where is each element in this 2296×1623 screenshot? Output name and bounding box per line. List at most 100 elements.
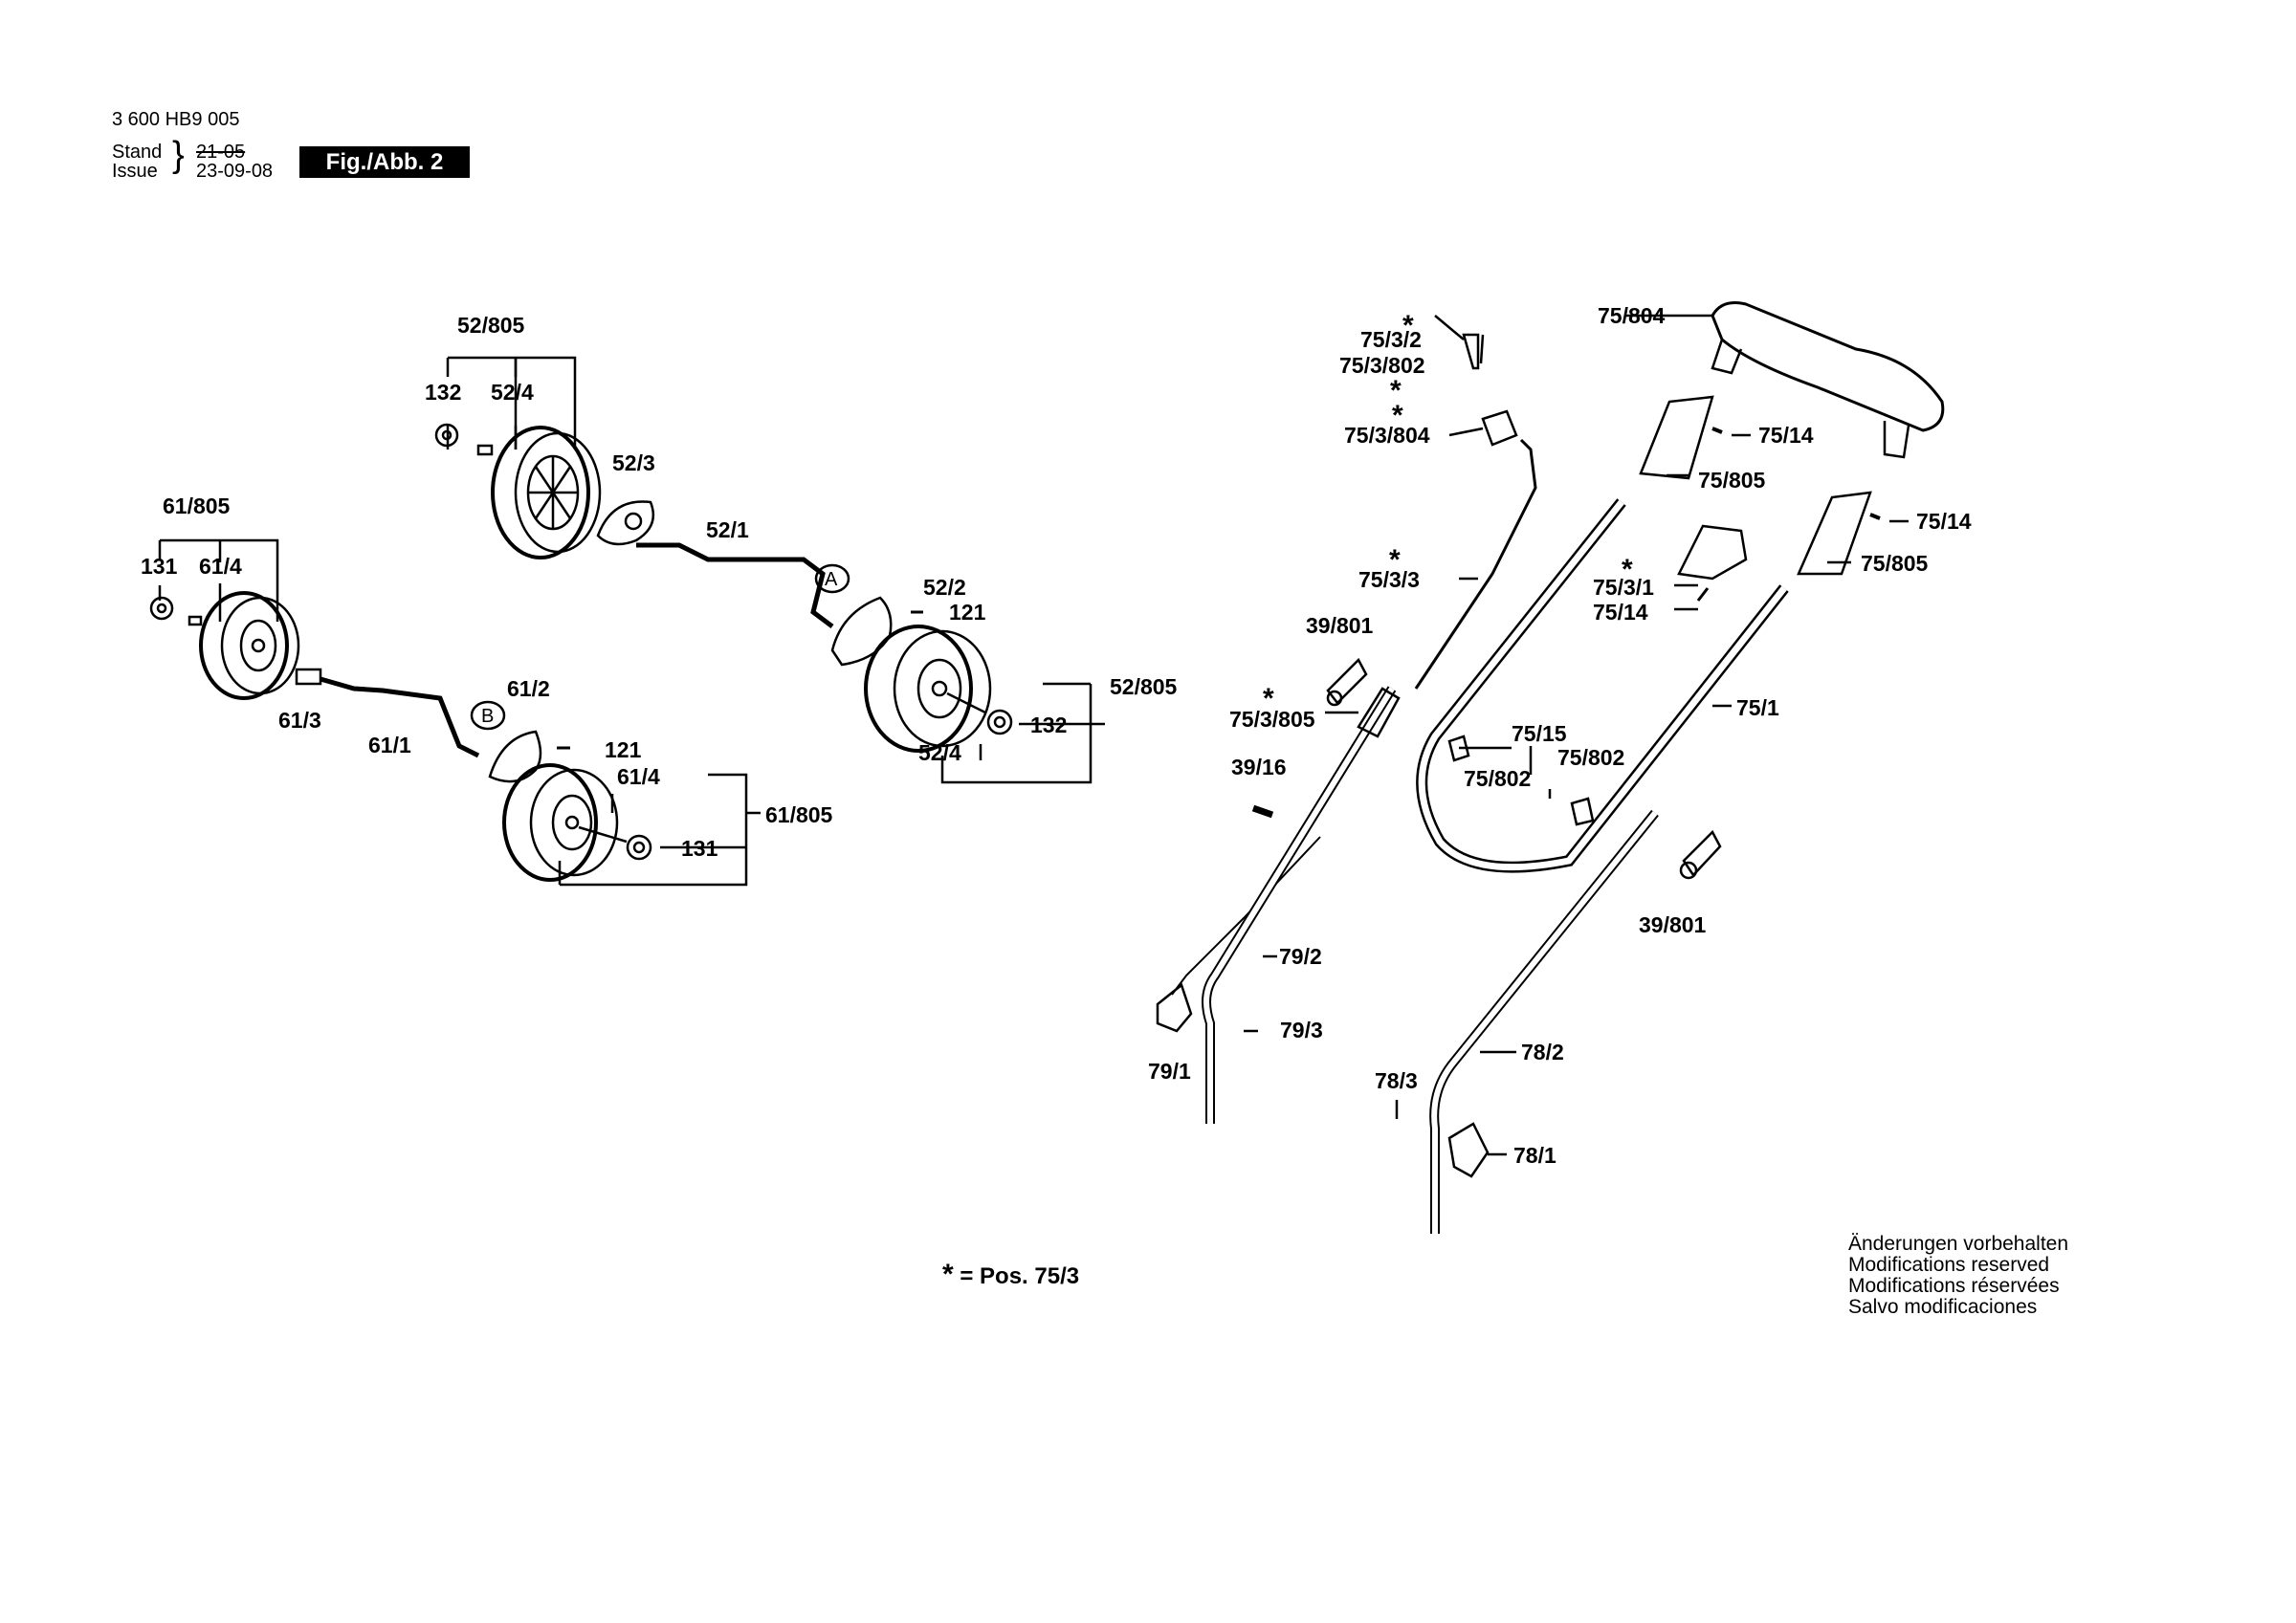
cable-lower	[1171, 836, 1321, 996]
footnote-text: = Pos. 75/3	[960, 1263, 1080, 1289]
plug-75-3-804	[1481, 409, 1518, 447]
nut-132-right	[986, 709, 1013, 735]
sleeve-75-805-b	[1797, 491, 1872, 576]
bracket-61-805-right	[560, 773, 748, 887]
label-39-801-b: 39/801	[1639, 912, 1707, 937]
figure-badge: Fig./Abb. 2	[299, 146, 470, 178]
issue-label: Issue	[112, 161, 158, 182]
label-75-3-3: 75/3/3	[1358, 567, 1420, 592]
star-marker-75-3-3: *	[1389, 544, 1401, 576]
label-52-3: 52/3	[612, 450, 655, 475]
star-marker-75-3-1: *	[1622, 554, 1633, 585]
wheel-upper-left	[491, 426, 602, 559]
notice-line-fr: Modifications réservées	[1848, 1275, 2060, 1297]
label-75-805-a: 75/805	[1698, 468, 1766, 493]
label-52-4-bottom: 52/4	[918, 740, 961, 765]
cover-75-3-1	[1677, 524, 1748, 581]
brace: }	[172, 135, 185, 175]
cable-75-3-3	[1414, 438, 1537, 690]
nut-131-bottom	[626, 834, 652, 861]
callout-a-letter: A	[825, 569, 838, 590]
handle-75-804	[1711, 301, 1945, 459]
clamp-79-1	[1156, 982, 1193, 1033]
label-61-1: 61/1	[368, 733, 411, 757]
label-75-3-2: 75/3/2	[1360, 327, 1422, 352]
label-61-2: 61/2	[507, 676, 550, 701]
part-number: 3 600 HB9 005	[112, 109, 240, 130]
label-75-14-c: 75/14	[1593, 600, 1648, 625]
bracket-52-805-right	[940, 684, 1093, 784]
label-61-3: 61/3	[278, 708, 321, 733]
label-75-802-a: 75/802	[1464, 766, 1531, 791]
label-75-3-1: 75/3/1	[1593, 575, 1654, 600]
label-52-2: 52/2	[923, 575, 966, 600]
label-131-bottom: 131	[681, 836, 718, 861]
bushing-61-3	[295, 668, 322, 686]
label-75-14-b: 75/14	[1916, 509, 1972, 534]
star-marker-75-3-805: *	[1263, 683, 1274, 714]
label-132-top: 132	[425, 380, 461, 405]
label-61-805-right: 61/805	[765, 802, 833, 827]
stand-date: 21-05	[196, 142, 246, 163]
label-75-1: 75/1	[1736, 695, 1779, 720]
bracket-61-805-top	[160, 538, 279, 622]
wheel-lower-left	[199, 591, 300, 700]
modifications-notice: Änderungen vorbehalten Modifications res…	[1848, 1234, 2068, 1318]
label-131-top: 131	[141, 554, 178, 579]
label-52-805-right: 52/805	[1110, 674, 1178, 699]
callout-b	[470, 700, 506, 731]
label-78-1: 78/1	[1513, 1143, 1556, 1168]
tube-78-2	[1429, 809, 1659, 1234]
label-79-3: 79/3	[1280, 1018, 1323, 1042]
label-75-3-804: 75/3/804	[1344, 423, 1430, 448]
label-75-15: 75/15	[1512, 721, 1567, 746]
clip-75-802-b	[1570, 797, 1595, 826]
axle-61-1	[320, 676, 480, 758]
label-61-4-top: 61/4	[199, 554, 242, 579]
callout-a	[814, 563, 850, 594]
stand-label: Stand	[112, 142, 163, 163]
footnote-star: *	[942, 1259, 954, 1290]
label-39-801-a: 39/801	[1306, 613, 1374, 638]
holder-75-3-805	[1357, 687, 1401, 738]
label-75-3-805: 75/3/805	[1229, 707, 1315, 732]
label-121-a: 121	[949, 600, 986, 625]
label-79-1: 79/1	[1148, 1059, 1191, 1084]
clip-75-802-a	[1447, 735, 1470, 762]
label-61-4-bottom: 61/4	[617, 764, 660, 789]
notice-line-es: Salvo modificaciones	[1848, 1296, 2038, 1318]
label-39-16: 39/16	[1231, 755, 1287, 779]
clamp-78-1	[1447, 1122, 1490, 1178]
label-52-805-top: 52/805	[457, 313, 525, 338]
bracket-61-2	[488, 730, 542, 783]
pin-52-4-top	[476, 444, 494, 456]
nut-131-top	[149, 596, 174, 621]
clip-75-3-2	[1462, 333, 1485, 370]
notice-line-de: Änderungen vorbehalten	[1848, 1233, 2069, 1255]
label-75-804: 75/804	[1598, 303, 1666, 328]
label-52-4-top: 52/4	[491, 380, 534, 405]
pin-61-4-top	[188, 615, 203, 626]
label-132-right: 132	[1030, 713, 1067, 737]
label-79-2: 79/2	[1279, 944, 1322, 969]
issue-date: 23-09-08	[196, 161, 274, 182]
knob-39-801-a	[1326, 657, 1368, 707]
label-75-805-b: 75/805	[1861, 551, 1929, 576]
label-78-3: 78/3	[1375, 1068, 1418, 1093]
star-marker-75-3-802: *	[1390, 375, 1402, 406]
callout-b-letter: B	[481, 706, 494, 727]
label-121-b: 121	[605, 737, 642, 762]
knob-39-801-b	[1679, 829, 1722, 880]
star-marker-75-3-804: *	[1392, 400, 1403, 431]
label-75-14-a: 75/14	[1758, 423, 1814, 448]
label-52-1: 52/1	[706, 517, 749, 542]
footnote: * = Pos. 75/3	[942, 1259, 1079, 1291]
hub-cover-52-3	[596, 500, 655, 546]
bracket-52-805-top	[448, 356, 577, 450]
label-75-3-802: 75/3/802	[1339, 353, 1425, 378]
sleeve-75-805-a	[1639, 395, 1714, 480]
axle-52-1	[636, 542, 834, 628]
label-78-2: 78/2	[1521, 1040, 1564, 1064]
notice-line-en: Modifications reserved	[1848, 1254, 2050, 1276]
